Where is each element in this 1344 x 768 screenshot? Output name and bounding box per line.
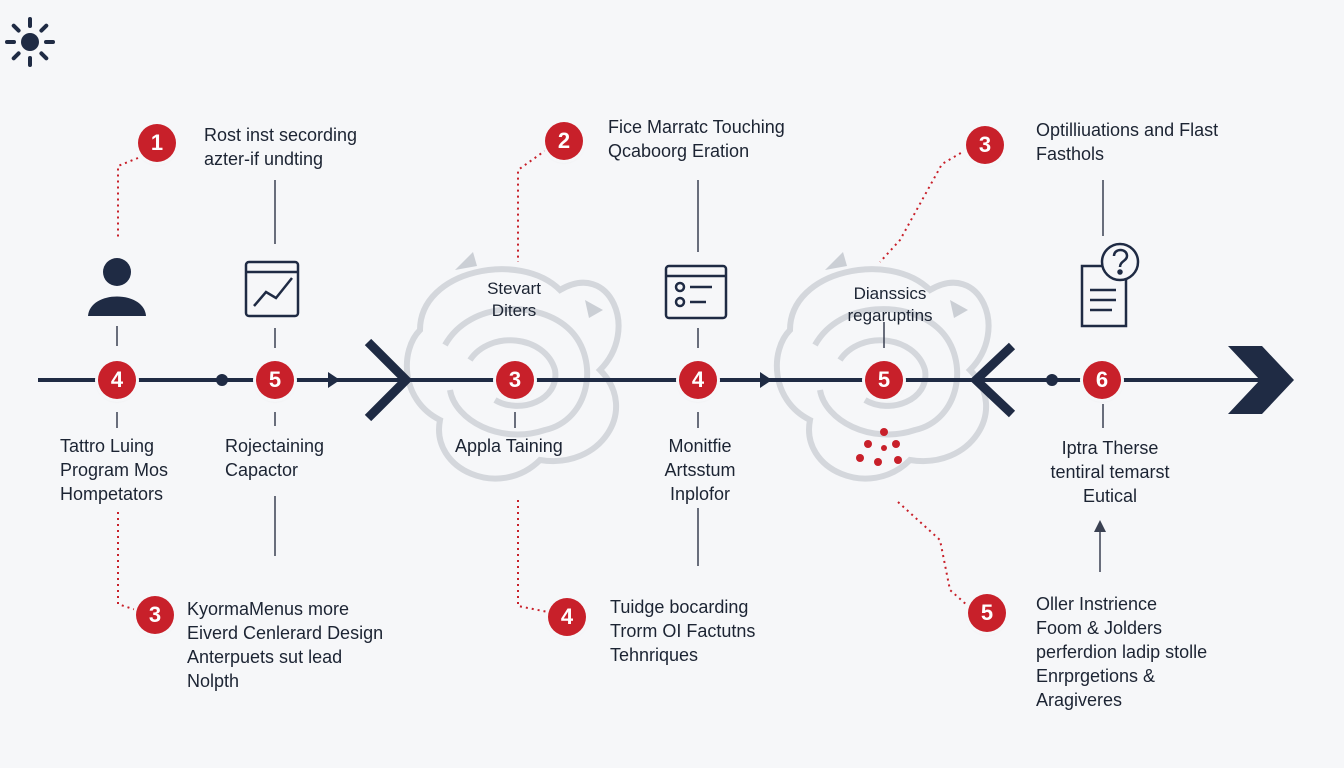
- chevron-end-icon: [1228, 346, 1294, 414]
- axis-dot: [216, 374, 228, 386]
- axis-small-arrow: [328, 372, 340, 388]
- axis-node-badge: 4: [98, 361, 136, 399]
- callout-badge: 3: [966, 126, 1004, 164]
- axis-small-arrow: [760, 372, 772, 388]
- cloud-swirl-left: [403, 266, 622, 482]
- callout-badge: 2: [545, 122, 583, 160]
- sun-icon: [5, 17, 55, 67]
- axis-node-badge: 5: [865, 361, 903, 399]
- axis-node-label: Iptra Therse tentiral temarst Eutical: [1050, 438, 1170, 506]
- callout-badge: 5: [968, 594, 1006, 632]
- axis-node-badge: 4: [679, 361, 717, 399]
- axis-node-label: Rojectaining Capactor: [225, 436, 325, 480]
- user-icon: [88, 258, 146, 316]
- bottom-callout-text: Tuidge bocarding Trorm OI Factutns Tehnr…: [610, 597, 756, 665]
- cloud-arrows-right: [825, 252, 968, 318]
- settings-window-icon: [664, 264, 728, 320]
- top-callout-text: Fice Marratc Touching Qcaboorg Eration: [608, 117, 785, 161]
- callout-badge: 4: [548, 598, 586, 636]
- document-help-icon: [1080, 242, 1140, 328]
- top-callout-text: Rost inst secording azter-if undting: [204, 125, 358, 169]
- up-arrow-icon: [1094, 520, 1106, 532]
- connectors: [116, 180, 1104, 572]
- bottom-callout-text: KyormaMenus more Eiverd Cenlerard Design…: [187, 599, 384, 691]
- axis-node-badge: 3: [496, 361, 534, 399]
- cloud-arrows-left: [455, 252, 603, 318]
- axis-node-label: Appla Taining: [455, 436, 563, 456]
- axis-dot: [1046, 374, 1058, 386]
- axis-node-badge: 6: [1083, 361, 1121, 399]
- chart-window-icon: [244, 260, 300, 318]
- dotted-connectors: [117, 149, 969, 613]
- callout-badge: 1: [138, 124, 176, 162]
- axis-node-label: Monitfie Artsstum Inplofor: [664, 436, 736, 504]
- cloud-swirl-right: [773, 266, 992, 482]
- top-callout-text: Optilliuations and Flast Fasthols: [1036, 120, 1219, 164]
- chevron-right-icon: [364, 338, 413, 422]
- bottom-callout-text: Oller Instrience Foom & Jolders perferdi…: [1036, 594, 1208, 710]
- axis-node-label: Tattro Luing Program Mos Hompetators: [60, 436, 169, 504]
- dots-cluster-icon: [856, 428, 902, 466]
- cloud-label: Stevart Diters: [487, 279, 541, 320]
- axis-node-badge: 5: [256, 361, 294, 399]
- callout-badge: 3: [136, 596, 174, 634]
- chevron-left-icon: [969, 342, 1016, 418]
- cloud-label: Dianssics regaruptins: [847, 284, 933, 325]
